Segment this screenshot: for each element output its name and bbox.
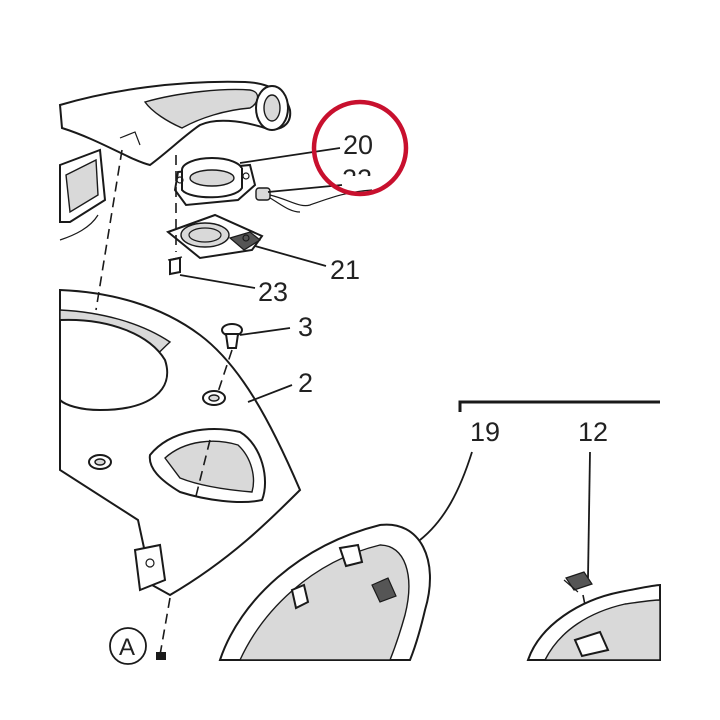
section-bracket — [458, 400, 660, 412]
label-22: 22 — [342, 164, 372, 194]
label-21: 21 — [330, 255, 360, 285]
seat-body — [526, 583, 661, 661]
label-20: 20 — [343, 130, 373, 160]
label-2: 2 — [298, 368, 313, 398]
speaker-part-20 — [173, 157, 257, 207]
grille-part-21 — [165, 213, 264, 260]
leader-lines — [179, 147, 591, 579]
label-12: 12 — [578, 417, 608, 447]
label-23: 23 — [258, 277, 288, 307]
screw-part-3 — [221, 323, 243, 349]
callout-a — [109, 627, 166, 665]
screw-part-23 — [167, 256, 183, 276]
highlight-circle — [311, 99, 409, 197]
upper-fairing — [58, 80, 292, 167]
side-panel-part-2 — [59, 288, 302, 597]
label-3: 3 — [298, 312, 313, 342]
clip-part-12 — [563, 571, 593, 593]
left-bracket — [59, 148, 107, 241]
seat-cowl-part-19 — [218, 523, 431, 661]
label-a: A — [119, 634, 135, 661]
label-19: 19 — [470, 417, 500, 447]
